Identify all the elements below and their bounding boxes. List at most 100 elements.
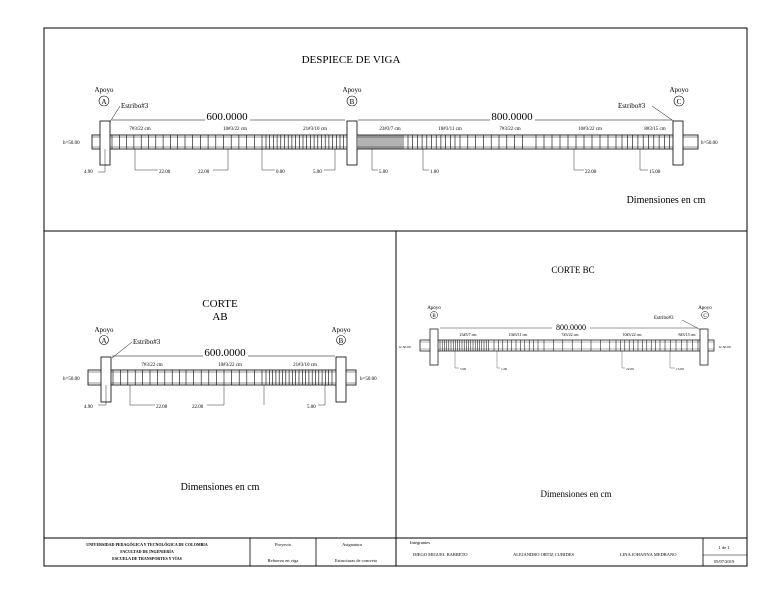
bc-dim-d3: 22.00 — [626, 367, 634, 371]
dim-d6: 5.00 — [379, 170, 388, 175]
ab-support-b-word: Apoyo — [331, 326, 351, 334]
tb-school: ESCUELA DE TRANSPORTES Y VÍAS — [112, 556, 182, 561]
dim-d1: 4.90 — [84, 170, 93, 175]
ab-stirrup-label: Estribo#3 — [133, 338, 161, 346]
seg-ab-2: 10#3/22 cm — [223, 127, 247, 132]
bc-seg-2: 10#3/11 cm — [509, 332, 529, 337]
ab-h-left: h=50.00 — [63, 377, 80, 382]
tb-member-1: DIEGO MIGUEL BARRETO — [413, 552, 468, 557]
dims-note-bc: Dimensiones en cm — [541, 489, 612, 499]
ab-dim-d2: 22.00 — [156, 405, 168, 410]
bc-span-label: 800.0000 — [556, 323, 586, 332]
seg-bc-2: 10#3/11 cm — [438, 127, 462, 132]
section-bc-title: CORTE BC — [551, 265, 594, 275]
dim-d4: 0.00 — [276, 170, 285, 175]
bc-seg-1: 23#3/7 cm — [460, 332, 478, 337]
ab-dim-d3: 22.00 — [192, 405, 204, 410]
span-bc-label-bg — [490, 112, 535, 121]
section-ab-drawing: Apoyo A Apoyo B Estribo#3 600.0000 7#3/2… — [63, 326, 377, 410]
stirrup-label-right: Estribo#3 — [618, 102, 646, 110]
dim-d2: 22.00 — [159, 170, 171, 175]
bc-column-c — [699, 328, 709, 366]
support-a-word: Apoyo — [94, 86, 114, 94]
tb-members-label: Integrantes — [410, 540, 430, 545]
bc-support-c-word: Apoyo — [698, 306, 712, 311]
section-bc-drawing: Apoyo B Apoyo C Estribo#3 800.0000 23#3/… — [399, 306, 731, 371]
ab-column-b — [335, 356, 347, 403]
seg-bc-5: 8#3/15 cm — [644, 127, 665, 132]
ab-dim-d4: 5.00 — [307, 405, 316, 410]
stirrup-label-left: Estribo#3 — [121, 102, 149, 110]
seg-bc-4: 10#3/22 cm — [578, 127, 602, 132]
tb-member-3: LINA JOHANNA MEDRANO — [620, 552, 677, 557]
h-label-right: h=50.00 — [701, 141, 718, 146]
support-b-word: Apoyo — [342, 86, 362, 94]
ab-seg-2: 10#3/22 cm — [218, 363, 242, 368]
bc-seg-4: 10#3/22 cm — [623, 332, 643, 337]
support-b-letter: B — [350, 98, 355, 106]
support-b-marker — [346, 95, 358, 107]
bc-dim-d4: 15.00 — [676, 367, 684, 371]
beam-full-drawing: Apoyo A Apoyo B Apoyo C Estribo#3 Estrib… — [63, 86, 718, 175]
ab-beam-outline — [87, 369, 357, 386]
ab-seg-3: 21#3/10 cm — [293, 363, 317, 368]
tb-project-value: Refuerzo en viga — [268, 558, 299, 563]
span-bc-label: 800.0000 — [491, 111, 533, 123]
bc-seg-5: 8#3/15 cm — [679, 332, 697, 337]
tb-subject-label: Asignatura — [342, 542, 362, 547]
h-label-left: h=50.00 — [63, 141, 80, 146]
bc-h-right: h=50.00 — [719, 345, 731, 349]
support-c-letter: C — [677, 98, 682, 106]
ab-support-a-letter: A — [101, 337, 106, 345]
seg-ab-3: 21#3/10 cm — [303, 127, 327, 132]
stirrup-leader-left — [109, 105, 121, 123]
tb-project-label: Proyecto — [275, 542, 292, 547]
support-c-word: Apoyo — [669, 86, 689, 94]
ab-bar-dimensions: 4.90 22.00 22.00 5.00 — [84, 385, 326, 410]
ab-h-right: h=50.00 — [360, 377, 377, 382]
dim-d5: 5.00 — [313, 170, 322, 175]
support-a-letter: A — [101, 98, 106, 106]
bc-stirrup-label: Estribo#3 — [654, 316, 674, 321]
bc-support-b-word: Apoyo — [427, 306, 441, 311]
section-ab-title-2: AB — [212, 311, 227, 323]
seg-bc-1: 23#3/7 cm — [379, 127, 400, 132]
tb-university: UNIVERSIDAD PEDAGÓGICA Y TECNOLÓGICA DE … — [86, 542, 208, 547]
dims-note-top: Dimensiones en cm — [627, 195, 706, 206]
support-c-marker — [673, 95, 685, 107]
section-ab-title-1: CORTE — [202, 298, 238, 310]
title-block: UNIVERSIDAD PEDAGÓGICA Y TECNOLÓGICA DE … — [86, 538, 747, 566]
tb-member-2: ALEJANDRO ORTIZ CUBIDES — [513, 552, 574, 557]
bc-h-left: h=50.00 — [399, 345, 411, 349]
bc-support-b-letter: B — [432, 314, 436, 319]
tb-sheet-number: 1 de 1 — [719, 545, 730, 550]
bc-dim-d1: 5.00 — [460, 367, 466, 371]
main-title: DESPIECE DE VIGA — [302, 54, 401, 66]
bc-support-c-letter: C — [703, 314, 707, 319]
dim-d8: 22.00 — [585, 170, 597, 175]
bc-beam-stirrups — [439, 340, 699, 351]
ab-seg-1: 7#3/22 cm — [141, 363, 162, 368]
span-ab-label-bg — [205, 112, 250, 121]
span-ab-label: 600.0000 — [206, 111, 248, 123]
ab-dim-d1: 4.90 — [84, 405, 93, 410]
seg-ab-1: 7#3/22 cm — [129, 127, 150, 132]
dim-d9: 15.00 — [649, 170, 661, 175]
column-c — [672, 120, 684, 166]
ab-support-b-letter: B — [339, 337, 344, 345]
dim-d3: 22.00 — [198, 170, 210, 175]
beam-full-stirrups — [111, 135, 671, 149]
tb-date: 05/07/2019 — [714, 559, 735, 564]
seg-bc-3: 7#3/22 cm — [499, 127, 520, 132]
support-a-marker — [98, 95, 110, 107]
tb-subject-value: Estructuras de concreto — [335, 558, 378, 563]
stirrup-leader-right — [651, 105, 676, 123]
tb-faculty: FACULTAD DE INGENIERÍA — [120, 549, 174, 554]
bc-bar-dimensions: 5.00 1.00 22.00 15.00 — [454, 351, 684, 371]
bc-dim-d2: 1.00 — [501, 367, 507, 371]
ab-beam-stirrups — [112, 370, 333, 385]
dims-note-ab: Dimensiones en cm — [181, 482, 260, 493]
ab-span-label: 600.0000 — [204, 347, 246, 359]
bc-column-b — [429, 328, 439, 366]
